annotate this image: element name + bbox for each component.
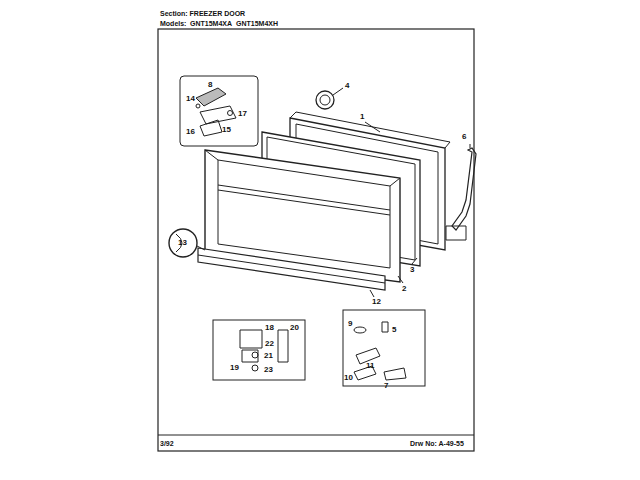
callout-number: 3	[410, 266, 414, 274]
section-title: Section: FREEZER DOOR	[160, 10, 245, 17]
callout-number: 20	[290, 324, 299, 332]
callout-number: 22	[265, 340, 274, 348]
callout-number: 15	[222, 126, 231, 134]
callout-number: 21	[264, 352, 273, 360]
callout-number: 1	[360, 113, 364, 121]
callout-number: 6	[462, 133, 466, 141]
callout-number: 9	[348, 320, 352, 328]
drawing-number: Drw No: A-49-55	[410, 440, 464, 447]
models-label: Models:	[160, 20, 186, 27]
callout-number: 4	[345, 82, 349, 90]
callout-number: 10	[344, 374, 353, 382]
callout-number: 8	[208, 81, 212, 89]
callout-number: 17	[238, 110, 247, 118]
callout-number: 18	[265, 324, 274, 332]
callout-number: 23	[264, 366, 273, 374]
callout-number: 5	[392, 326, 396, 334]
callout-number: 7	[384, 382, 388, 390]
callout-number: 2	[402, 285, 406, 293]
model-number: GNT15M4XH	[236, 20, 278, 27]
callout-number: 19	[230, 364, 239, 372]
callout-number: 16	[186, 128, 195, 136]
callout-number: 14	[186, 95, 195, 103]
date-note: 3/92	[160, 440, 174, 447]
callout-number: 11	[366, 362, 374, 370]
callout-number: 12	[372, 298, 381, 306]
callout-number: 13	[178, 239, 187, 247]
model-number: GNT15M4XA	[190, 20, 232, 27]
